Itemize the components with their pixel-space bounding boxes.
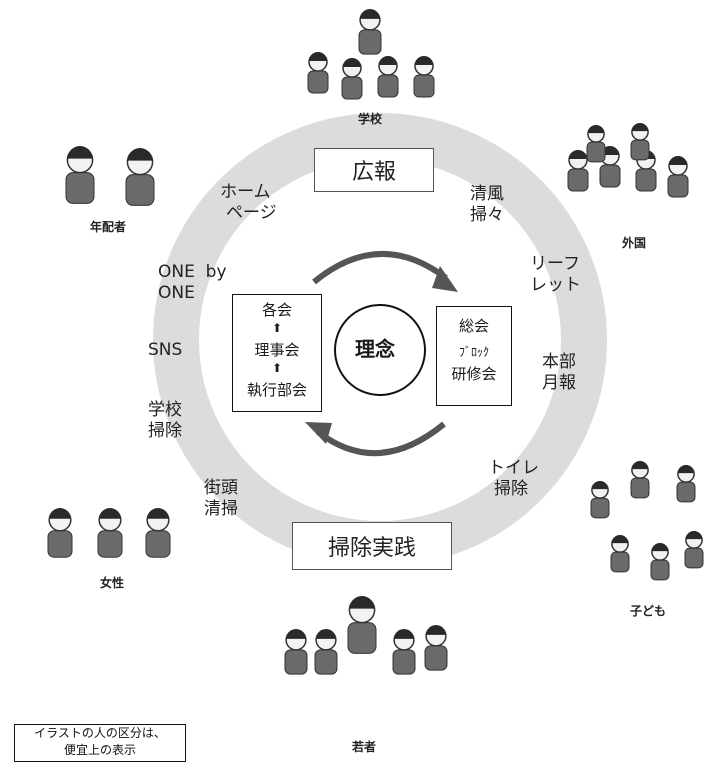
center-label: 理念 xyxy=(355,337,395,361)
meeting-line-3: 研修会 xyxy=(451,365,497,383)
group-label-children: 子ども xyxy=(629,604,666,618)
school-person-figure xyxy=(413,56,435,98)
youth-person-figure xyxy=(314,629,338,675)
ring-seifu-line1: 清風 xyxy=(470,184,504,204)
school-person-figure xyxy=(377,56,399,98)
up-arrow-icon: ⬆ xyxy=(271,321,283,335)
ring-leaflet-line1: リーフ xyxy=(530,254,580,274)
women-person-figure xyxy=(97,507,123,558)
ring-toilet-line1: トイレ xyxy=(488,458,539,478)
youth-person-figure xyxy=(347,595,377,654)
ring-one-line2: ONE xyxy=(158,283,195,304)
children-person-figure xyxy=(650,543,670,581)
children-person-figure xyxy=(630,461,650,499)
cleaning-practice-box: 掃除実践 xyxy=(292,522,452,570)
women-person-figure xyxy=(145,507,171,558)
ring-seifu-line2: 掃々 xyxy=(470,205,504,226)
ring-leaflet-line2: レット xyxy=(530,275,581,296)
foreign-person-figure xyxy=(667,156,689,198)
arrow-bottom xyxy=(316,421,446,457)
org-line-2: 理事会 xyxy=(254,341,300,359)
youth-person-figure xyxy=(284,629,308,675)
people-illustrations xyxy=(47,9,704,675)
arrow-bottom-head xyxy=(305,422,332,444)
ring-seifu: 清風 掃々 xyxy=(470,184,504,227)
ring-street: 街頭 清掃 xyxy=(204,478,238,521)
meetings-box: 総会 ﾌﾞﾛｯｸ 研修会 xyxy=(436,306,512,406)
organization-box: 各会 ⬆ 理事会 ⬆ 執行部会 xyxy=(232,294,322,412)
group-label-elderly: 年配者 xyxy=(89,220,126,234)
school-person-figure xyxy=(341,58,363,100)
note-line1: イラストの人の区分は、 xyxy=(34,726,166,740)
ring-toilet: トイレ 掃除 xyxy=(488,458,539,501)
ring-homepage: ホーム ページ xyxy=(214,182,277,225)
elderly-person-figure xyxy=(125,148,155,206)
foreign-person-figure xyxy=(630,123,650,161)
school-person-figure xyxy=(307,52,329,94)
org-line-3: 執行部会 xyxy=(246,381,307,399)
ring-school-line1: 学校 xyxy=(148,400,182,420)
meeting-line-1: 総会 xyxy=(458,317,489,335)
ring-sns: SNS xyxy=(148,340,183,360)
ring-homepage-line1: ホーム xyxy=(220,182,271,202)
illustration-note: イラストの人の区分は、 便宜上の表示 xyxy=(14,724,186,762)
meeting-line-2: ﾌﾞﾛｯｸ xyxy=(458,345,489,359)
children-person-figure xyxy=(676,465,696,503)
ring-school-cleaning: 学校 掃除 xyxy=(148,400,182,443)
up-arrow-icon: ⬆ xyxy=(271,361,283,375)
ring-school-line2: 掃除 xyxy=(148,421,182,442)
ring-street-line1: 街頭 xyxy=(204,478,238,498)
ring-homepage-line2: ページ xyxy=(226,203,277,224)
ring-honbu-line2: 月報 xyxy=(542,373,576,394)
foreign-person-figure xyxy=(567,150,589,192)
foreign-person-figure xyxy=(586,125,606,163)
ring-one-by-one: ONE by ONE xyxy=(158,262,227,305)
ring-honbu: 本部 月報 xyxy=(542,352,576,395)
ring-honbu-line1: 本部 xyxy=(542,352,576,372)
ring-one-line1: ONE by xyxy=(158,262,227,282)
org-line-1: 各会 xyxy=(261,301,292,319)
ring-toilet-line2: 掃除 xyxy=(494,479,528,500)
note-line2: 便宜上の表示 xyxy=(63,743,136,757)
publicity-box: 広報 xyxy=(314,148,434,192)
group-label-foreign: 外国 xyxy=(621,236,646,250)
arrow-top xyxy=(312,251,448,285)
group-label-school: 学校 xyxy=(357,112,382,126)
children-person-figure xyxy=(610,535,630,573)
elderly-person-figure xyxy=(65,146,95,204)
youth-person-figure xyxy=(424,625,448,671)
foreign-person-figure xyxy=(599,146,621,188)
group-label-youth: 若者 xyxy=(351,740,376,754)
group-label-women: 女性 xyxy=(99,576,124,590)
youth-person-figure xyxy=(392,629,416,675)
women-person-figure xyxy=(47,507,73,558)
ring-leaflet: リーフ レット xyxy=(530,254,581,297)
children-person-figure xyxy=(684,531,704,569)
ring-street-line2: 清掃 xyxy=(204,499,238,520)
center-circle xyxy=(334,304,426,396)
arrow-top-head xyxy=(432,266,458,292)
school-person-figure xyxy=(358,9,382,55)
children-person-figure xyxy=(590,481,610,519)
